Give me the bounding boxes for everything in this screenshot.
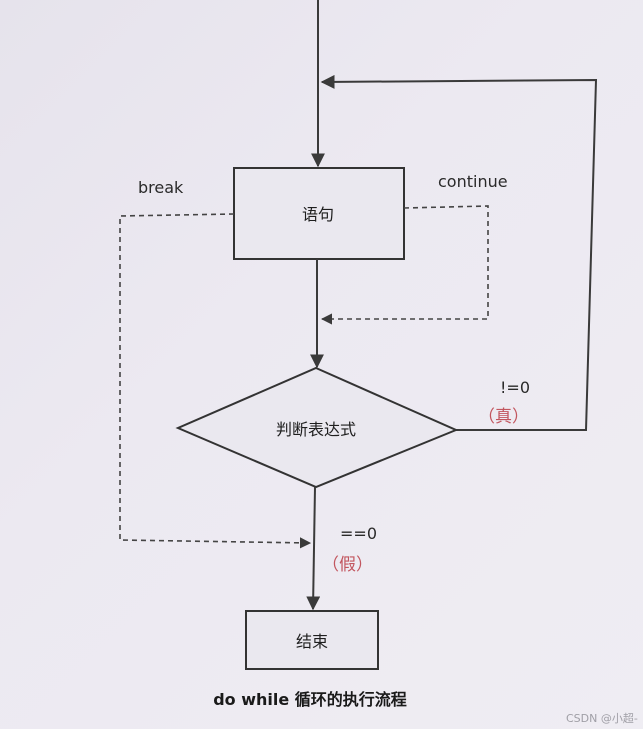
loop-back-arrow (320, 74, 598, 431)
continue-dashed-arrow (320, 205, 489, 325)
true-label: （真） (478, 407, 529, 427)
end-label: 结束 (295, 632, 329, 651)
break-label: break (138, 178, 184, 197)
statement-label: 语句 (301, 205, 335, 224)
statement-box (233, 167, 405, 260)
end-box (245, 610, 379, 670)
false-condition-label: ==0 (340, 524, 377, 543)
break-dashed-arrow (119, 213, 312, 549)
condition-diamond (175, 366, 459, 489)
continue-label: continue (438, 172, 508, 191)
true-condition-label: !=0 (500, 378, 530, 397)
condition-to-end-arrow (306, 486, 321, 611)
condition-label: 判断表达式 (275, 420, 357, 439)
false-label: （假） (322, 555, 373, 575)
watermark: CSDN @小超- (566, 712, 638, 725)
diagram-caption: do while 循环的执行流程 (213, 690, 407, 709)
